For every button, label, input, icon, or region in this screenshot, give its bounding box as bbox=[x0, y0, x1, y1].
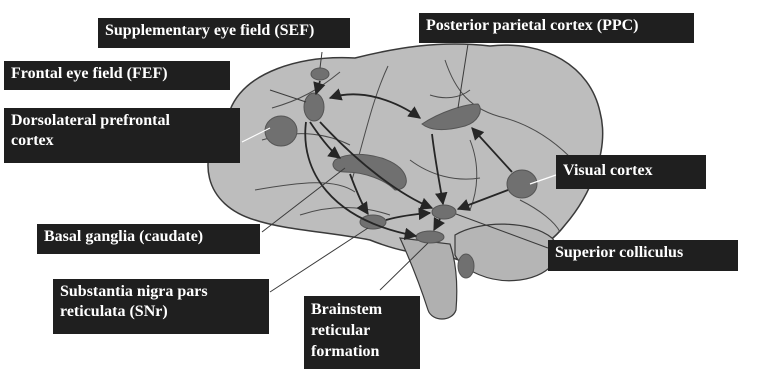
dlpfc-label: Dorsolateral prefrontal cortex bbox=[4, 108, 240, 163]
brainstem-label: Brainstem reticular formation bbox=[304, 296, 420, 369]
brainstem-label-line2: reticular bbox=[311, 320, 413, 341]
brainstem-rf-region bbox=[416, 231, 444, 243]
fef-region bbox=[304, 93, 324, 121]
basal-ganglia-label: Basal ganglia (caudate) bbox=[37, 224, 260, 254]
brainstem-label-line1: Brainstem bbox=[311, 299, 413, 320]
cerebellum-region bbox=[458, 254, 474, 278]
dlpfc-label-line1: Dorsolateral prefrontal bbox=[11, 111, 233, 131]
sef-region bbox=[311, 68, 329, 80]
superior-colliculus-label: Superior colliculus bbox=[548, 240, 738, 271]
snr-label-line1: Substantia nigra pars bbox=[60, 282, 262, 302]
fef-label: Frontal eye field (FEF) bbox=[4, 61, 230, 90]
visual-cortex-label: Visual cortex bbox=[556, 155, 706, 189]
cerebrum-outline bbox=[208, 44, 603, 264]
snr-label-line2: reticulata (SNr) bbox=[60, 302, 262, 322]
dlpfc-label-line2: cortex bbox=[11, 131, 233, 151]
sef-label: Supplementary eye field (SEF) bbox=[98, 18, 350, 48]
snr-leader bbox=[270, 228, 368, 292]
dlpfc-region bbox=[265, 116, 297, 146]
brainstem-label-line3: formation bbox=[311, 341, 413, 362]
sc-region bbox=[432, 205, 456, 219]
ppc-label: Posterior parietal cortex (PPC) bbox=[419, 13, 694, 43]
snr-label: Substantia nigra pars reticulata (SNr) bbox=[53, 279, 269, 334]
visual-cortex-region bbox=[507, 170, 537, 198]
